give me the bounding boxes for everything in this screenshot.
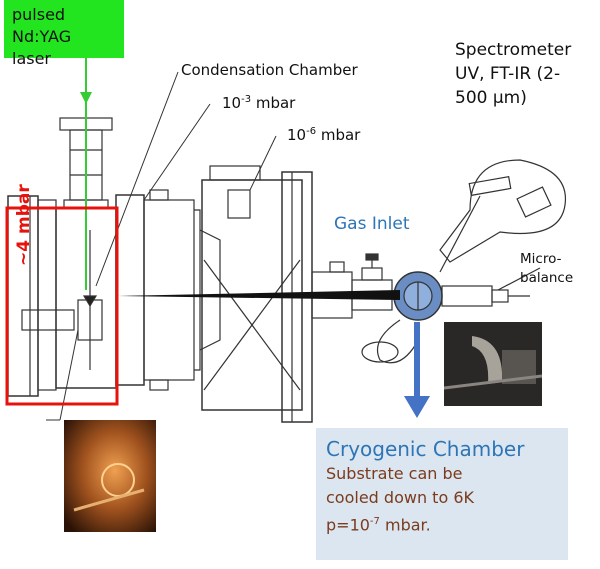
cryogenic-chamber-box: Cryogenic Chamber Substrate can be coole…: [316, 428, 568, 560]
source-chamber: [21, 207, 117, 389]
microbalance-label: Micro- balance: [520, 250, 573, 288]
cryo-pressure-exponent: -7: [369, 516, 380, 527]
cryogenic-chamber-title: Cryogenic Chamber: [326, 437, 525, 461]
spectrometer-line-1: Spectrometer: [455, 40, 572, 60]
cryo-line-1: Substrate can be: [326, 464, 463, 483]
cryo-pressure-line: p=10-7 mbar.: [326, 510, 558, 537]
leader-lines: [46, 71, 277, 421]
connector-tube: [311, 253, 393, 319]
cryo-line-2: cooled down to 6K: [326, 488, 474, 507]
cryo-pressure-prefix: p=10: [326, 515, 370, 535]
spectrometer-line-2: UV, FT-IR (2-: [455, 64, 561, 84]
pressure-1-unit: mbar: [251, 94, 296, 112]
pressure-1-base: 10: [222, 94, 242, 112]
microbalance-line-2: balance: [520, 270, 574, 286]
laser-label-line-2: laser: [12, 49, 52, 68]
condensation-chamber: [115, 189, 221, 391]
laser-label-line-1: pulsed Nd:YAG: [12, 5, 72, 46]
pressure-2-unit: mbar: [316, 126, 361, 144]
spectrometer-line-3: 500 μm): [455, 88, 527, 108]
molecular-beam: [118, 290, 400, 300]
pressure-label-2: 10-6 mbar: [287, 126, 360, 144]
pressure-2-exponent: -6: [306, 126, 317, 137]
down-arrow-icon: [404, 322, 430, 418]
gas-inlet-label: Gas Inlet: [334, 214, 410, 234]
cryo-pressure-unit: mbar.: [379, 515, 431, 535]
spectrometer-label: Spectrometer UV, FT-IR (2- 500 μm): [455, 38, 571, 110]
source-pressure-label: ~4 mbar: [14, 184, 34, 266]
cryostat-head: [361, 267, 541, 364]
laser-beam-arrowhead: [80, 92, 92, 104]
spectrometer-sketch: [439, 159, 567, 273]
laser-label-box: pulsed Nd:YAG laser: [4, 0, 124, 68]
condensation-chamber-label: Condensation Chamber: [181, 61, 358, 79]
substrate-photo: [444, 322, 542, 406]
microbalance-line-1: Micro-: [520, 251, 562, 267]
source-highlight-box: [5, 206, 119, 406]
pressure-label-1: 10-3 mbar: [222, 94, 295, 112]
pressure-1-exponent: -3: [241, 94, 252, 105]
source-photo: [64, 420, 156, 532]
pressure-2-base: 10: [287, 126, 307, 144]
